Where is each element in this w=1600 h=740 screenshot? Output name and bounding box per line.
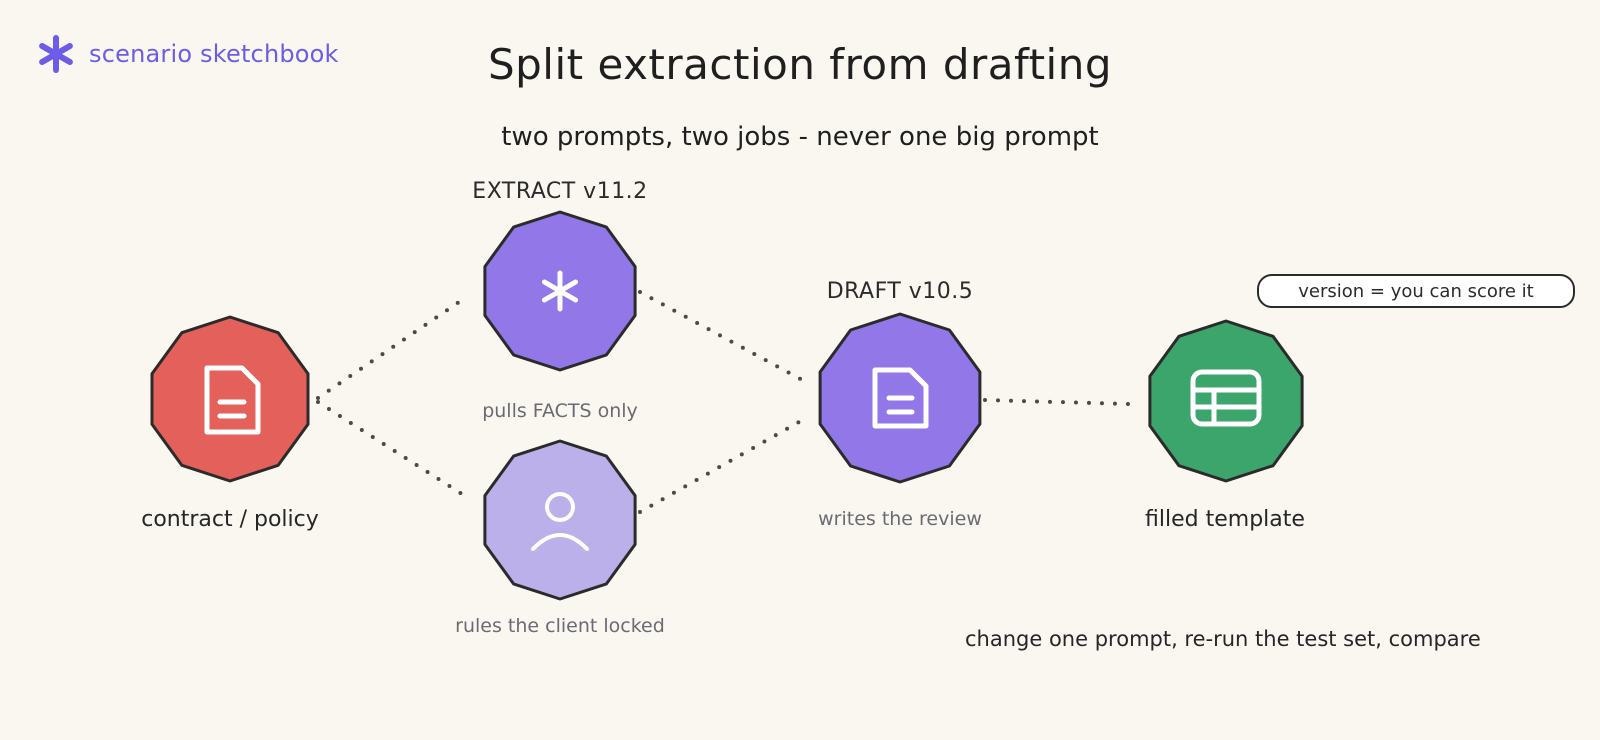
extract-label: EXTRACT v11.2 [472,179,648,204]
version-note-text: version = you can score it [1298,280,1534,302]
rules-caption: rules the client locked [455,615,665,637]
draft-label: DRAFT v10.5 [826,279,974,304]
version-note: version = you can score it [1257,274,1575,308]
asterisk-icon [541,270,579,312]
connector-rules-draft [638,416,808,514]
user-icon [531,492,589,551]
source-decagon-shape [150,315,310,483]
connector-source-rules [316,400,464,496]
output-node[interactable] [1148,319,1304,483]
source-caption: contract / policy [141,507,319,532]
output-decagon-shape [1148,319,1304,483]
rules-node[interactable] [483,439,637,601]
table-icon [1190,369,1262,427]
draft-node[interactable] [818,312,982,484]
output-caption: filled template [1145,507,1305,532]
brand[interactable]: scenario sketchbook [37,35,339,73]
document-icon [204,365,261,435]
connector-draft-output [983,398,1130,406]
source-node[interactable] [150,315,310,483]
extract-node[interactable] [483,210,637,372]
brand-name: scenario sketchbook [89,40,339,68]
footer-note: change one prompt, re-run the test set, … [965,627,1481,651]
page-subtitle: two prompts, two jobs - never one big pr… [501,122,1099,152]
connector-source-extract [316,298,464,400]
asterisk-icon [39,35,73,73]
connector-extract-draft [638,290,808,384]
extract-caption: pulls FACTS only [482,400,638,422]
page-title: Split extraction from drafting [487,40,1113,89]
document-icon [872,367,929,429]
draft-caption: writes the review [818,508,982,530]
